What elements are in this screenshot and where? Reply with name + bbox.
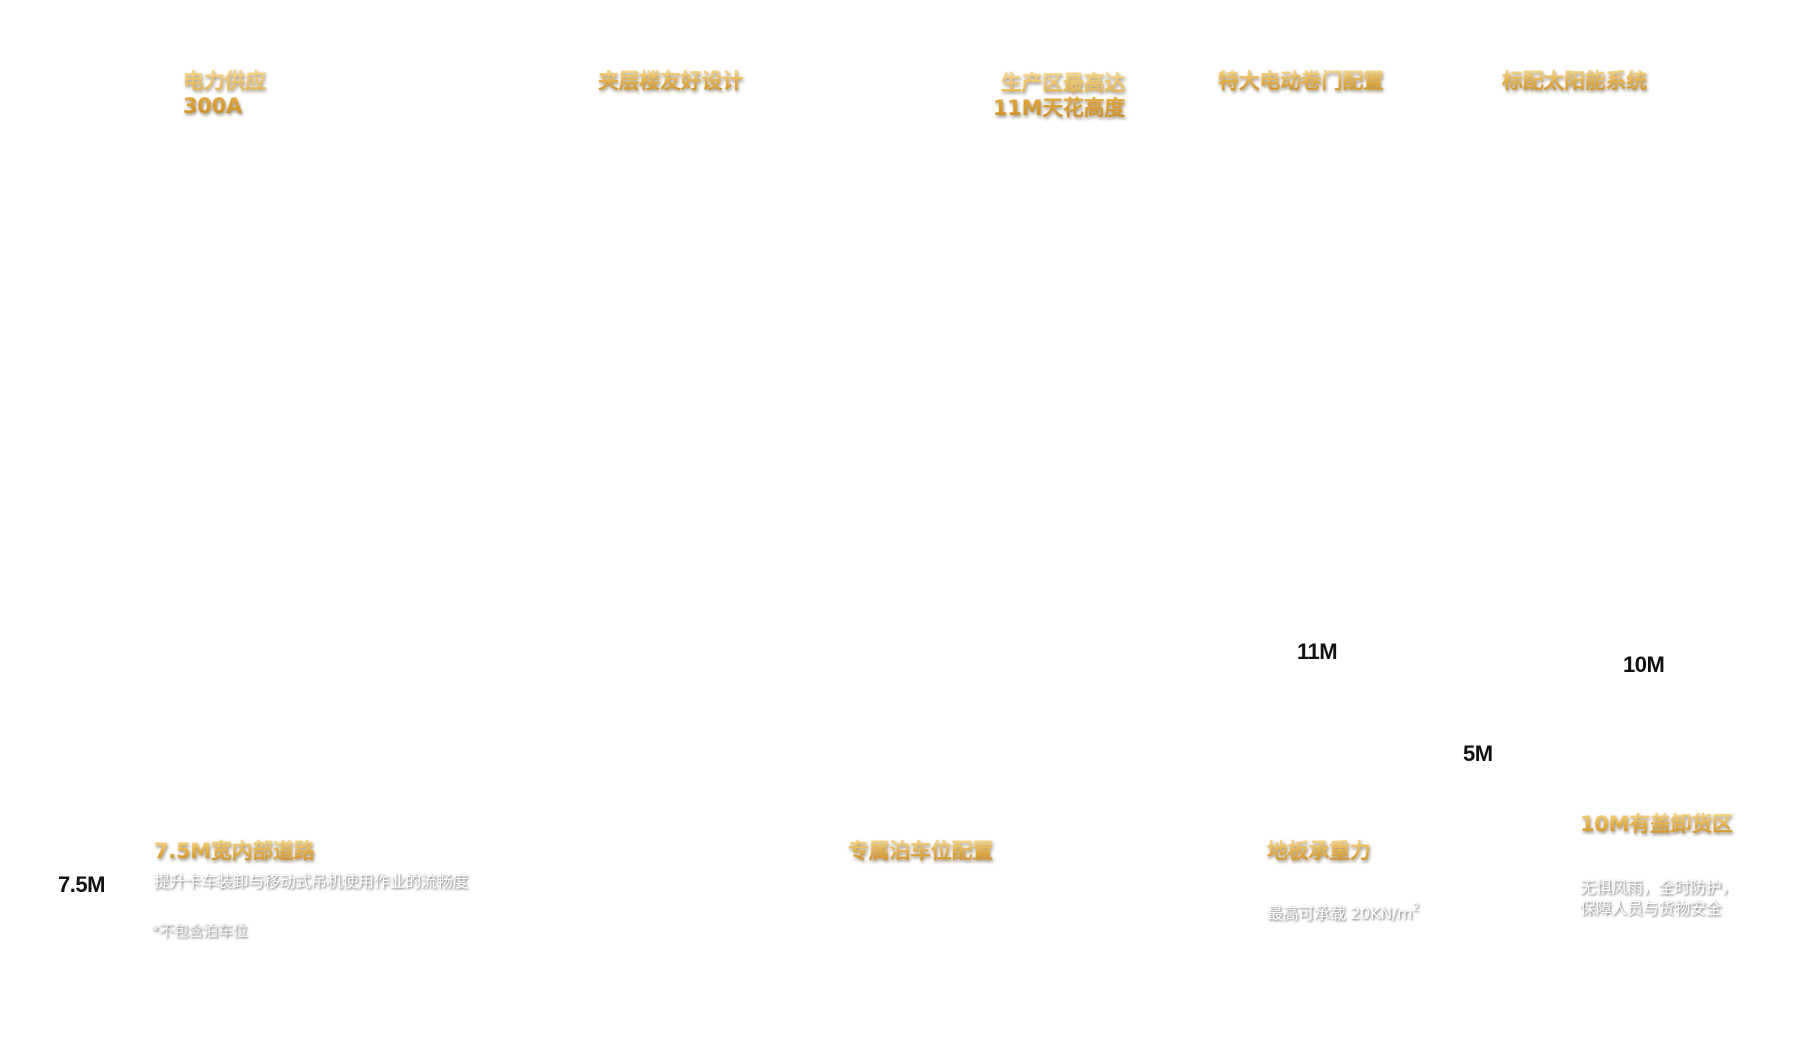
power-supply-title: 电力供应 — [183, 69, 266, 93]
internal-road-desc: 提升卡车装卸与移动式吊机使用作业的流畅度 — [154, 872, 469, 891]
width-10m-label: 10M — [1623, 652, 1665, 677]
floor-load-desc-text: 最高可承载 20KN/m — [1267, 904, 1413, 923]
floor-load-desc: 最高可承载 20KN/m2 — [1267, 897, 1419, 924]
loading-bay-desc-line2: 保障人员与货物安全 — [1580, 899, 1722, 918]
width-5m-label: 5M — [1463, 741, 1493, 766]
internal-road-title: 7.5M宽内部道路 — [154, 839, 315, 863]
power-supply-label: 电力供应 300A — [183, 69, 266, 119]
loading-bay-title: 10M有盖卸货区 — [1580, 812, 1733, 836]
ceiling-height-line2: 11M天花高度 — [992, 96, 1125, 120]
ceiling-height-line1: 生产区最高达 — [1000, 71, 1125, 95]
power-supply-value: 300A — [183, 94, 242, 118]
floor-load-title: 地板承重力 — [1267, 839, 1371, 863]
roller-door-title: 特大电动卷门配置 — [1218, 69, 1384, 93]
loading-bay-desc: 无惧风雨，全时防护， 保障人员与货物安全 — [1580, 877, 1737, 919]
solar-system-title: 标配太阳能系统 — [1502, 69, 1647, 93]
parking-title: 专属泊车位配置 — [848, 839, 993, 863]
loading-bay-desc-line1: 无惧风雨，全时防护， — [1580, 878, 1738, 897]
ceiling-height-label: 生产区最高达 11M天花高度 — [985, 71, 1125, 121]
road-width-label: 7.5M — [58, 872, 105, 897]
upper-floor-title: 夹层楼友好设计 — [598, 69, 743, 93]
floor-load-desc-sup: 2 — [1412, 901, 1419, 914]
height-11m-label: 11M — [1297, 639, 1338, 664]
internal-road-note: *不包含泊车位 — [152, 922, 248, 940]
